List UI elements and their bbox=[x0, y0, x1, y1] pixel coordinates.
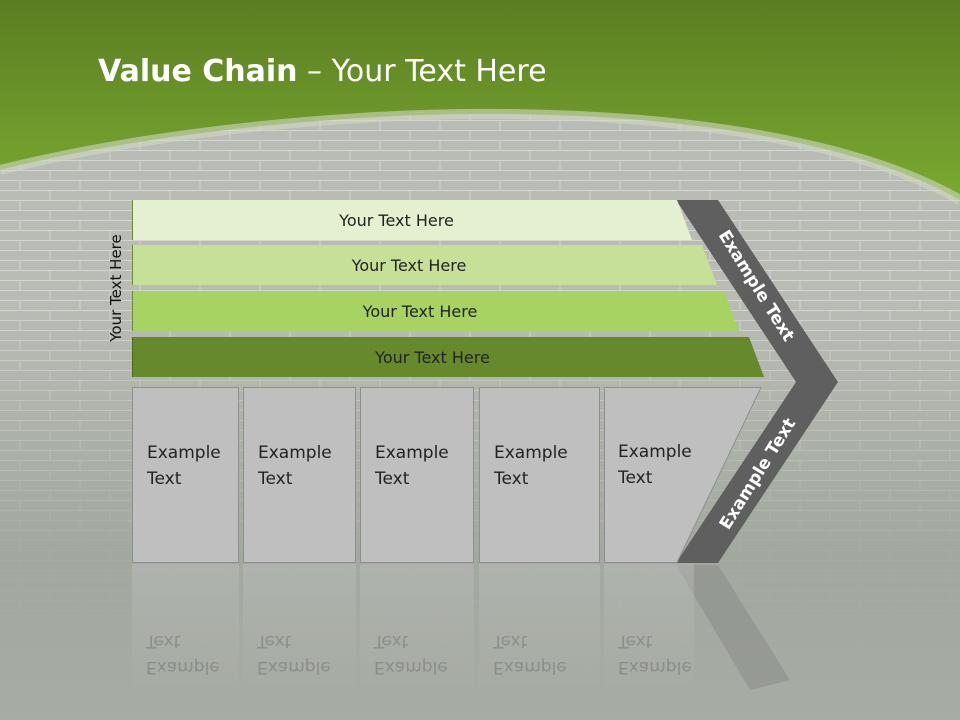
column-1-line1: Example bbox=[147, 443, 221, 463]
column-3-line2: Text bbox=[375, 469, 410, 489]
value-bar-2: Your Text Here bbox=[132, 245, 717, 285]
reflection-column-2: Example Text bbox=[243, 564, 356, 694]
value-bar-4-label: Your Text Here bbox=[375, 347, 490, 367]
reflection-column-3: Example Text bbox=[360, 564, 474, 694]
title-bold: Value Chain bbox=[98, 54, 298, 89]
reflection-1-line2: Text bbox=[146, 631, 181, 651]
value-bar-1-label: Your Text Here bbox=[339, 210, 454, 230]
column-2-line1: Example bbox=[258, 443, 332, 463]
reflection-2-line1: Example bbox=[257, 657, 331, 677]
reflection-4-line2: Text bbox=[493, 631, 528, 651]
slide-title: Value Chain – Your Text Here bbox=[98, 54, 547, 89]
reflection-3-line1: Example bbox=[374, 657, 448, 677]
column-2-line2: Text bbox=[258, 469, 293, 489]
column-5-line1: Example bbox=[618, 442, 692, 462]
column-1-line2: Text bbox=[147, 469, 182, 489]
column-5-shape bbox=[604, 387, 762, 563]
reflection-5-line2: Text bbox=[618, 631, 653, 651]
reflection-1-line1: Example bbox=[146, 657, 220, 677]
value-bar-1: Your Text Here bbox=[132, 200, 692, 240]
column-3-line1: Example bbox=[375, 443, 449, 463]
reflection-column-5: Example Text bbox=[604, 564, 694, 694]
value-bar-2-label: Your Text Here bbox=[351, 255, 467, 275]
value-bar-3-label: Your Text Here bbox=[362, 301, 478, 321]
reflection-5-line1: Example bbox=[618, 657, 692, 677]
value-bar-4: Your Text Here bbox=[132, 337, 764, 377]
column-4-line1: Example bbox=[494, 443, 568, 463]
reflection-column-4: Example Text bbox=[479, 564, 600, 694]
column-5-line2: Text bbox=[618, 468, 653, 488]
side-label: Your Text Here bbox=[107, 234, 125, 342]
title-rest: – Your Text Here bbox=[297, 54, 547, 89]
reflection-4-line1: Example bbox=[493, 657, 567, 677]
column-4-line2: Text bbox=[494, 469, 529, 489]
reflection-column-1: Example Text bbox=[132, 564, 239, 694]
reflection-3-line2: Text bbox=[374, 631, 409, 651]
value-bar-3: Your Text Here bbox=[132, 291, 739, 331]
reflection-2-line2: Text bbox=[257, 631, 292, 651]
